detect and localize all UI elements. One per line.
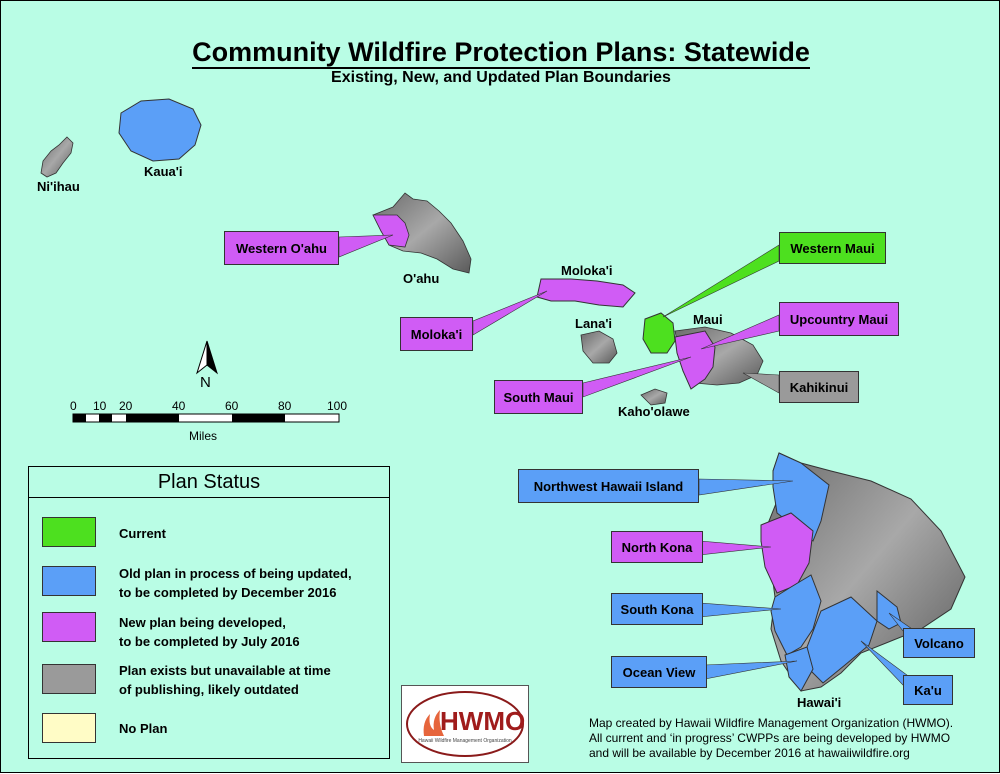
western-oahu-area [372,214,410,248]
map-credit: Map created by Hawaii Wildfire Managemen… [589,716,953,761]
callout-volcano: Volcano [903,628,975,658]
map-subtitle: Existing, New, and Updated Plan Boundari… [331,69,671,86]
label-oahu: O'ahu [403,271,440,286]
callout-western-maui: Western Maui [779,232,886,264]
oahu-island [372,192,472,274]
scale-tick: 80 [278,399,292,413]
molokai-island [536,278,636,308]
credit-line: Map created by Hawaii Wildfire Managemen… [589,716,954,730]
leader-western-maui [662,244,780,318]
legend-label: No Plan [119,721,168,736]
leader-kahikinui [742,372,780,394]
south-kona-area [770,574,822,656]
legend-swatch [42,713,96,743]
label-molokai: Moloka'i [561,263,613,278]
legend-swatch [42,612,96,642]
upcountry-maui-area [674,330,716,390]
kahoolawe-island [640,388,668,406]
lanai-island [580,330,618,364]
callout-south-maui: South Maui [494,380,583,414]
leader-ocean-view [704,660,798,680]
label-kahoolawe: Kaho'olawe [618,404,690,419]
map-title: Community Wildfire Protection Plans: Sta… [192,37,810,69]
legend-swatch [42,664,96,694]
callout-kau: Ka'u [903,675,953,705]
callout-western-oahu: Western O'ahu [224,231,339,265]
scale-tick: 60 [225,399,239,413]
label-niihau: Ni'ihau [37,179,80,194]
callout-molokai: Moloka'i [400,317,473,351]
ocean-view-area [784,646,814,692]
legend-label: New plan being developed,to be completed… [119,615,300,649]
scale-bar [72,413,340,423]
label-lanai: Lana'i [575,316,613,331]
hwmo-logo: HWMO Hawaii Wildfire Management Organiza… [401,685,529,763]
scale-tick: 0 [70,399,77,413]
legend-panel: Plan Status Current Old plan in process … [28,466,390,759]
north-arrow-label: N [200,374,211,391]
leader-molokai [472,290,548,336]
legend-swatch [42,517,96,547]
credit-line: and will be available by December 2016 a… [589,746,910,760]
label-maui: Maui [693,312,723,327]
legend-swatch [42,566,96,596]
leader-north-kona [698,540,772,556]
credit-line: All current and ‘in progress’ CWPPs are … [589,731,951,745]
scale-unit: Miles [189,429,218,443]
scale-tick: 40 [172,399,186,413]
leader-south-maui [582,356,692,398]
kauai-island [118,98,202,162]
logo-text: HWMO [440,706,526,736]
label-kauai: Kaua'i [144,164,183,179]
kau-area [806,596,878,684]
scale-tick: 100 [327,399,348,413]
north-arrow-icon [196,340,218,375]
western-maui-area [642,312,676,354]
callout-upcountry-maui: Upcountry Maui [779,302,899,336]
scale-tick: 20 [119,399,133,413]
legend-title: Plan Status [29,467,389,498]
callout-northwest-hawaii: Northwest Hawaii Island [518,469,699,503]
label-hawaii: Hawai'i [797,695,842,710]
callout-north-kona: North Kona [611,531,703,563]
scale-tick: 10 [93,399,107,413]
callout-kahikinui: Kahikinui [779,371,859,403]
leader-northwest-hawaii [698,478,794,496]
leader-western-oahu [338,234,394,258]
callout-south-kona: South Kona [611,593,703,625]
legend-label: Old plan in process of being updated,to … [119,566,352,600]
niihau-island [40,136,74,178]
leader-south-kona [698,602,782,618]
legend-label: Current [119,526,166,541]
callout-ocean-view: Ocean View [611,656,707,688]
logo-tagline: Hawaii Wildfire Management Organization [418,738,512,744]
